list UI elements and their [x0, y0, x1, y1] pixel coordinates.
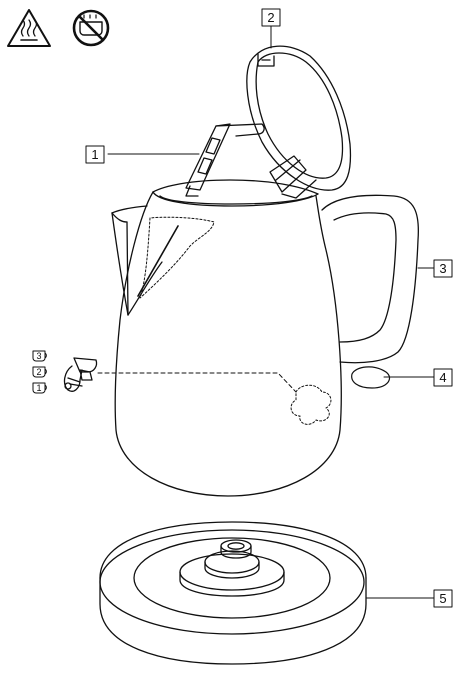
- callout-label-filter: 1: [91, 147, 98, 162]
- selector-switch: [63, 357, 98, 392]
- callout-label-handle: 3: [439, 261, 446, 276]
- callout-label-selector: 4: [439, 370, 446, 385]
- selector-knob: [351, 366, 391, 389]
- cup-level-2: 2: [36, 367, 41, 377]
- hot-surface-icon: [7, 9, 51, 47]
- filter-insert: [185, 123, 265, 197]
- callout-box-5: [433, 589, 453, 608]
- lid: [246, 45, 352, 199]
- element-outline-dotted: [290, 384, 332, 425]
- selector-link-line: [97, 372, 297, 393]
- base-station: [99, 521, 367, 665]
- callout-label-base: 5: [439, 591, 446, 606]
- handle: [321, 194, 420, 364]
- callout-box-2: [261, 8, 281, 27]
- callout-box-1: [85, 145, 105, 164]
- no-immersion-icon: [72, 9, 110, 47]
- cup-level-3: 3: [36, 351, 41, 361]
- callout-label-lid: 2: [267, 10, 274, 25]
- cup-level-icons: [32, 350, 47, 394]
- cup-level-1: 1: [36, 383, 41, 393]
- callout-box-4: [433, 368, 453, 387]
- callout-box-3: [433, 259, 453, 278]
- kettle-body: [111, 179, 420, 497]
